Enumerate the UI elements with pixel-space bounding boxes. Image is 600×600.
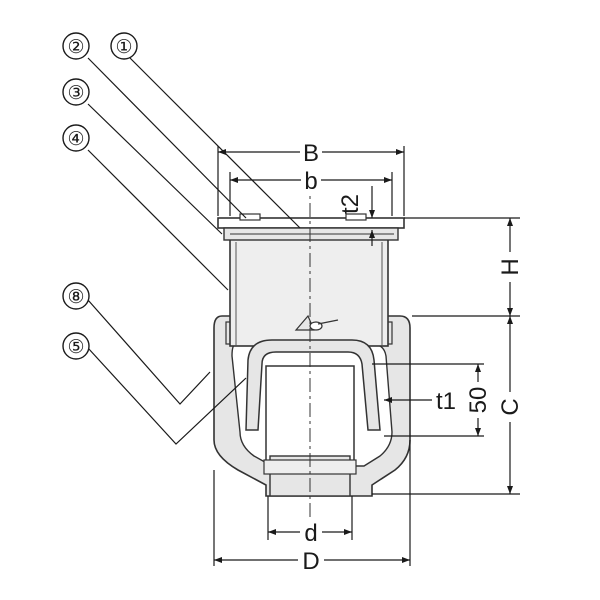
callout-3 [62, 78, 90, 106]
callout-8-label: ⑧ [67, 287, 84, 308]
grate-frame [217, 213, 405, 241]
callout-8 [62, 282, 90, 310]
dim-label-50: 50 [465, 387, 492, 414]
dim-label-t2: t2 [337, 194, 364, 214]
callout-2-label: ② [67, 37, 84, 58]
leader-lines [87, 57, 301, 445]
callout-3-label: ③ [67, 83, 84, 104]
callout-5-label: ⑤ [67, 337, 84, 358]
dim-label-t1: t1 [436, 388, 456, 415]
callout-5 [62, 332, 90, 360]
dim-label-b: b [304, 168, 317, 195]
callout-2 [62, 32, 90, 60]
dim-label-H: H [497, 258, 524, 275]
callout-1 [110, 32, 138, 60]
callout-4 [62, 124, 90, 152]
cup-handle [294, 314, 339, 331]
callout-1-label: ① [115, 37, 132, 58]
dim-label-B: B [303, 140, 319, 167]
callout-4-label: ④ [67, 129, 84, 150]
dim-label-D: D [302, 548, 319, 575]
dim-label-d: d [304, 520, 317, 547]
trap-cup [245, 339, 381, 431]
dim-label-C: C [497, 398, 524, 415]
arrowheads [214, 149, 513, 563]
